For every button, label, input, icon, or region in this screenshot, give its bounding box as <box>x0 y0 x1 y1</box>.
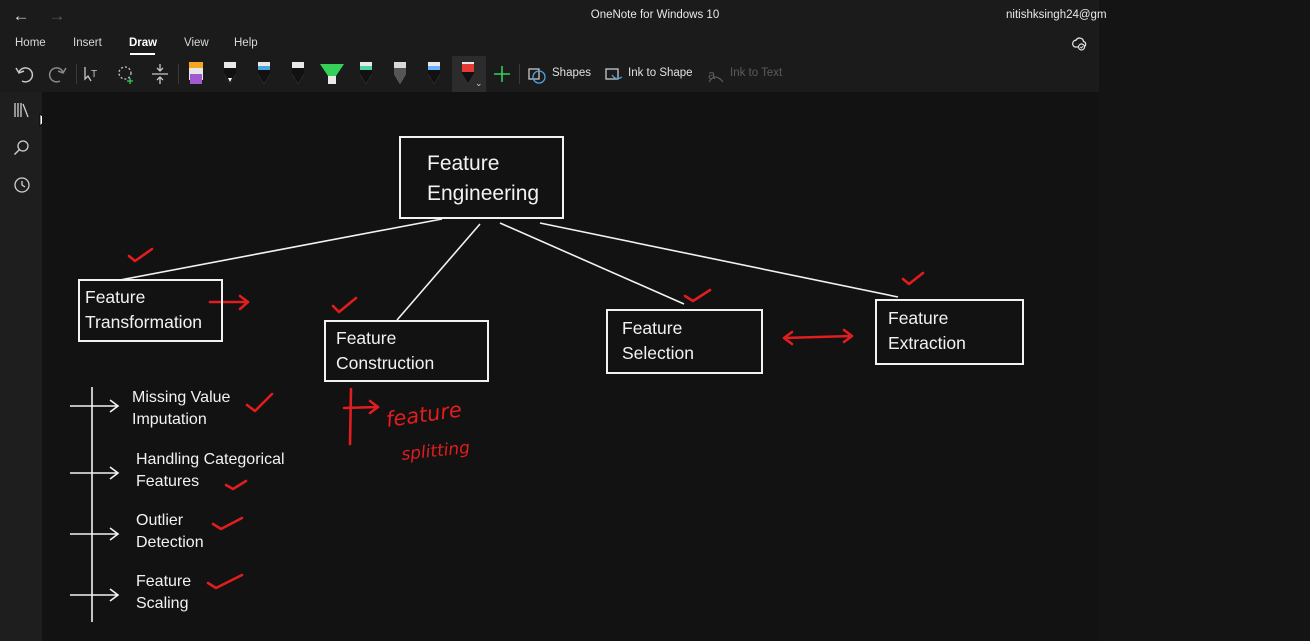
double-arrow <box>782 328 854 346</box>
list-arrow <box>70 527 120 541</box>
check-mark <box>224 479 248 491</box>
ink-to-text-icon: a <box>708 67 724 83</box>
list-item-line2: Detection <box>136 534 204 551</box>
feature-engineering-box[interactable] <box>399 136 564 219</box>
pen-icon[interactable] <box>254 60 274 88</box>
pencil-icon[interactable] <box>390 60 410 88</box>
transformation-label-line1: Feature <box>85 287 146 307</box>
left-sidebar <box>0 92 42 641</box>
ink-to-shape-icon[interactable] <box>604 60 624 88</box>
highlighter-pen-icon[interactable] <box>186 60 206 88</box>
tab-insert[interactable]: Insert <box>73 37 102 49</box>
shapes-label[interactable]: Shapes <box>552 67 592 79</box>
branch-arrow <box>342 387 380 446</box>
undo-icon[interactable] <box>12 60 36 88</box>
add-space-icon[interactable] <box>149 60 171 88</box>
check-mark <box>901 271 925 286</box>
back-arrow-icon[interactable]: ← <box>12 6 30 25</box>
redo-icon[interactable] <box>46 60 70 88</box>
handwritten-feature: feature <box>384 398 463 432</box>
highlighter-icon[interactable] <box>318 60 346 88</box>
tab-help[interactable]: Help <box>234 37 258 49</box>
list-item-line2: Features <box>136 473 200 490</box>
note-canvas[interactable]: feature splitting Feature Engineering Fe… <box>42 92 1099 641</box>
notebooks-icon[interactable] <box>12 100 32 120</box>
tab-draw[interactable]: Draw <box>129 37 158 49</box>
feature-construction-box[interactable] <box>324 320 489 382</box>
toolbar-separator <box>178 64 179 84</box>
feature-extraction-box[interactable] <box>875 299 1024 365</box>
chevron-down-icon[interactable]: ⌄ <box>475 78 483 88</box>
list-item-line1: Outlier <box>136 512 184 529</box>
pen-icon[interactable] <box>458 60 478 88</box>
svg-text:a: a <box>708 67 716 82</box>
check-mark <box>331 296 358 314</box>
connector-line <box>396 223 481 321</box>
root-label-line1: Feature <box>427 152 500 175</box>
list-item-line1: Handling Categorical <box>136 451 285 468</box>
connector-line <box>539 222 899 298</box>
feature-transformation-box[interactable] <box>78 279 223 342</box>
pen-icon[interactable] <box>288 60 308 88</box>
toolbar-separator <box>519 64 520 84</box>
check-mark <box>683 288 712 303</box>
list-arrow <box>70 399 120 413</box>
connector-line <box>499 222 685 305</box>
pen-icon[interactable] <box>220 60 240 88</box>
root-label-line2: Engineering <box>427 182 540 205</box>
tab-home[interactable]: Home <box>15 37 46 49</box>
ink-to-text-label: Ink to Text <box>730 67 783 79</box>
active-tab-indicator <box>130 53 155 55</box>
list-arrow <box>70 588 120 602</box>
draw-toolbar: T ⌄ <box>0 56 1099 93</box>
construction-label-line2: Construction <box>336 353 435 373</box>
lasso-select-icon[interactable] <box>115 60 137 88</box>
arrow-right <box>208 294 250 311</box>
ink-layer: feature splitting <box>70 218 925 622</box>
construction-label-line1: Feature <box>336 328 397 348</box>
check-mark <box>127 247 154 263</box>
transformation-label-line2: Transformation <box>85 312 203 332</box>
check-mark <box>206 573 244 590</box>
extraction-label-line1: Feature <box>888 308 949 328</box>
list-item-line2: Imputation <box>132 411 207 428</box>
list-item-line1: Feature <box>136 573 192 590</box>
sync-status-icon[interactable] <box>1071 36 1087 52</box>
list-arrow <box>70 466 120 480</box>
check-mark <box>211 516 244 531</box>
ink-to-shape-label[interactable]: Ink to Shape <box>628 67 693 79</box>
check-mark <box>245 392 274 413</box>
add-pen-icon[interactable] <box>492 60 512 88</box>
selection-label-line1: Feature <box>622 318 683 338</box>
toolbar-separator <box>76 64 77 84</box>
type-select-icon[interactable]: T <box>82 60 104 88</box>
app-title: OneNote for Windows 10 <box>590 9 720 21</box>
list-item-line1: Missing Value <box>132 389 231 406</box>
selection-label-line2: Selection <box>622 343 694 363</box>
list-item-line2: Scaling <box>136 595 189 612</box>
title-bar: ← → OneNote for Windows 10 nitishksingh2… <box>0 0 1107 32</box>
account-name[interactable]: nitishksingh24@gm <box>1006 9 1107 21</box>
tab-view[interactable]: View <box>184 37 209 49</box>
handwritten-splitting: splitting <box>400 438 471 465</box>
svg-text:T: T <box>91 69 97 80</box>
pen-icon[interactable] <box>356 60 376 88</box>
shapes-icon[interactable] <box>527 60 547 88</box>
pen-icon[interactable] <box>424 60 444 88</box>
extraction-label-line2: Extraction <box>888 333 966 353</box>
recent-icon[interactable] <box>12 175 32 195</box>
feature-selection-box[interactable] <box>606 309 763 374</box>
forward-arrow-icon[interactable]: → <box>48 6 66 25</box>
connector-line <box>119 218 443 281</box>
search-icon[interactable] <box>12 138 32 158</box>
menu-bar: Home Insert Draw View Help <box>0 32 1099 56</box>
